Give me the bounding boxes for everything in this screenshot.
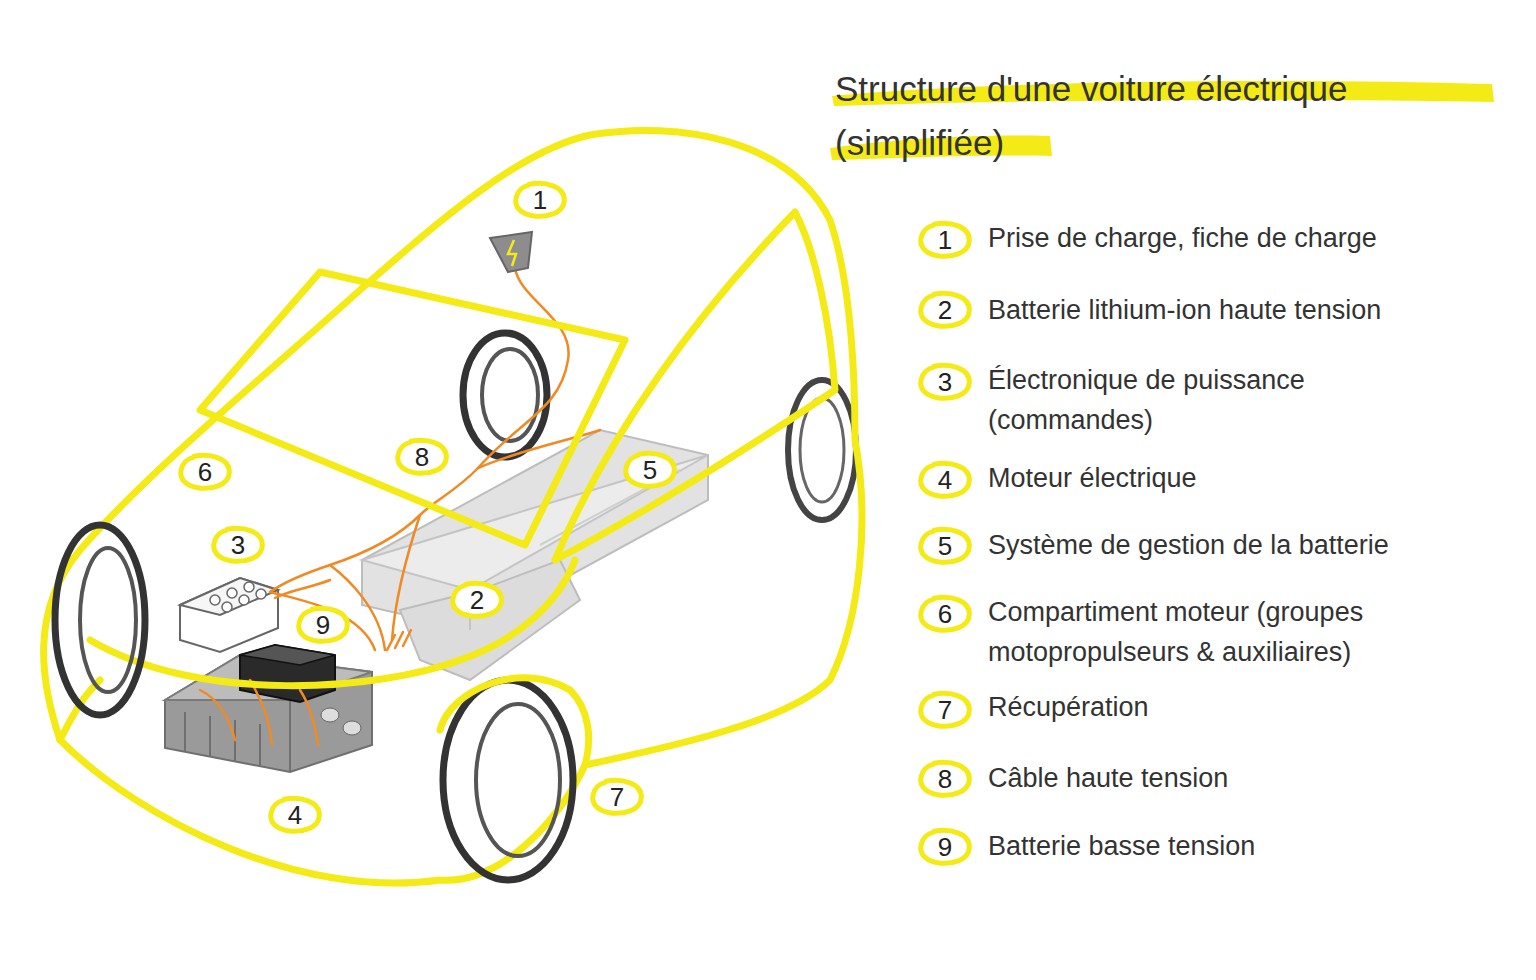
legend-description: Câble haute tension [988,758,1528,798]
callout-text: 5 [643,457,657,483]
callout-text: 4 [288,802,302,828]
callout-circle-stroke [921,597,970,630]
callout-text: 2 [470,587,484,613]
callout-number: 7 [590,778,644,816]
callout-text: 3 [231,532,245,558]
callout-number: 8 [395,438,449,476]
legend-description: Prise de charge, fiche de charge [988,218,1528,258]
callout-number: 2 [918,291,972,329]
callout-number: 3 [211,526,265,564]
motor-port [343,721,361,735]
legend-description: Batterie basse tension [988,826,1528,866]
callout-circle-stroke [398,440,447,473]
callout-number: 2 [450,581,504,619]
callout-text: 5 [938,533,952,559]
low-voltage-battery [240,645,335,665]
wheel [80,548,136,692]
power-electronics [180,578,278,652]
callout-circle-stroke [921,293,970,326]
callout-number: 5 [918,527,972,565]
charging-socket [490,232,532,272]
low-voltage-battery [240,645,335,702]
callout-number: 9 [296,606,350,644]
power-electronics [180,578,278,615]
callout-text: 3 [938,369,952,395]
callout-circle-stroke [626,453,675,486]
callout-number: 6 [918,595,972,633]
callout-text: 9 [316,612,330,638]
diagram-title: Structure d'une voiture électrique (simp… [835,62,1525,170]
callout-text: 2 [938,297,952,323]
callout-number: 1 [513,181,567,219]
callout-circle-stroke [921,830,970,863]
callout-circle-stroke [516,183,565,216]
legend-description: Électronique de puissance (commandes) [988,360,1408,440]
callout-number: 3 [918,363,972,401]
battery-pack [400,560,580,680]
callout-circle-stroke [921,365,970,398]
callout-circle-stroke [921,463,970,496]
motor-port [321,708,339,722]
motor-ribs [185,700,290,772]
wheel [482,349,538,441]
wheel [443,680,573,880]
callout-number: 9 [918,828,972,866]
wheel [463,333,547,457]
callout-number: 8 [918,760,972,798]
callout-text: 9 [938,834,952,860]
callout-number: 5 [623,451,677,489]
callout-circle-stroke [181,455,230,488]
lightning-bolt [508,240,516,266]
legend-description: Batterie lithium-ion haute tension [988,290,1528,330]
callout-circle-stroke [921,693,970,726]
callout-text: 6 [198,459,212,485]
callout-circle-stroke [214,528,263,561]
callout-text: 4 [938,467,952,493]
legend-description: Compartiment moteur (groupes motopropuls… [988,592,1478,672]
wheel [476,704,560,856]
callout-text: 1 [938,227,952,253]
callout-number: 4 [918,461,972,499]
callout-circle-stroke [921,223,970,256]
callout-circle-stroke [453,583,502,616]
wheel-arch [440,678,589,765]
legend-description: Moteur électrique [988,458,1528,498]
callout-text: 7 [610,784,624,810]
callout-number: 1 [918,221,972,259]
wheel [800,398,844,502]
power-electronics-dots [210,582,266,612]
callout-text: 8 [938,766,952,792]
callout-circle-stroke [299,608,348,641]
legend-description: Système de gestion de la batterie [988,525,1528,565]
callout-number: 7 [918,691,972,729]
callout-text: 8 [415,444,429,470]
callout-circle-stroke [271,798,320,831]
callout-circle-stroke [921,762,970,795]
legend-description: Récupération [988,687,1528,727]
wheel [55,525,145,715]
callout-number: 6 [178,453,232,491]
callout-text: 7 [938,697,952,723]
callout-number: 4 [268,796,322,834]
callout-text: 1 [533,187,547,213]
callout-circle-stroke [921,529,970,562]
callout-circle-stroke [593,780,642,813]
callout-text: 6 [938,601,952,627]
car-body-outline [44,130,862,883]
